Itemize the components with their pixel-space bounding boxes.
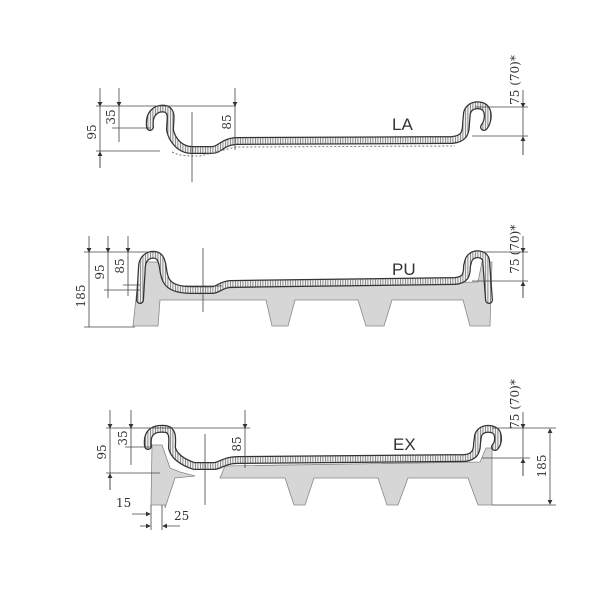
profile-ex: EX 95 35 85 75 (70)* 185 15 25 <box>95 379 556 530</box>
dim-ex-wall: 15 <box>116 496 131 510</box>
dim-pu-right: 75 <box>508 258 522 273</box>
dim-la-total: 95 <box>85 124 99 139</box>
dim-ex-height: 185 <box>535 455 549 478</box>
ex-base-shape <box>150 444 493 509</box>
profile-label-ex: EX <box>393 435 416 454</box>
dim-pu-mid: 95 <box>93 264 107 279</box>
dim-ex-lip: 35 <box>116 430 130 445</box>
dim-pu-right-top: (70)* <box>508 225 522 256</box>
dim-ex-foot: 25 <box>174 509 189 523</box>
dim-pu-floor: 85 <box>113 258 127 273</box>
profile-label-la: LA <box>392 115 413 134</box>
la-ground-line <box>171 145 456 157</box>
pu-base-shape <box>132 261 493 327</box>
dim-la-lip: 35 <box>104 109 118 124</box>
dim-la-floor: 85 <box>220 114 234 129</box>
dim-ex-right: 75 (70)* <box>508 379 522 429</box>
profile-la: LA 95 35 85 75 (70)* <box>85 55 528 182</box>
dim-ex-floor: 85 <box>230 436 244 451</box>
profile-label-pu: PU <box>392 260 416 279</box>
dim-ex-total: 95 <box>95 444 109 459</box>
profile-pu: PU 185 95 85 (70)* 75 <box>74 225 528 328</box>
dim-pu-total: 185 <box>74 285 88 308</box>
dim-la-right: 75 (70)* <box>508 55 522 105</box>
